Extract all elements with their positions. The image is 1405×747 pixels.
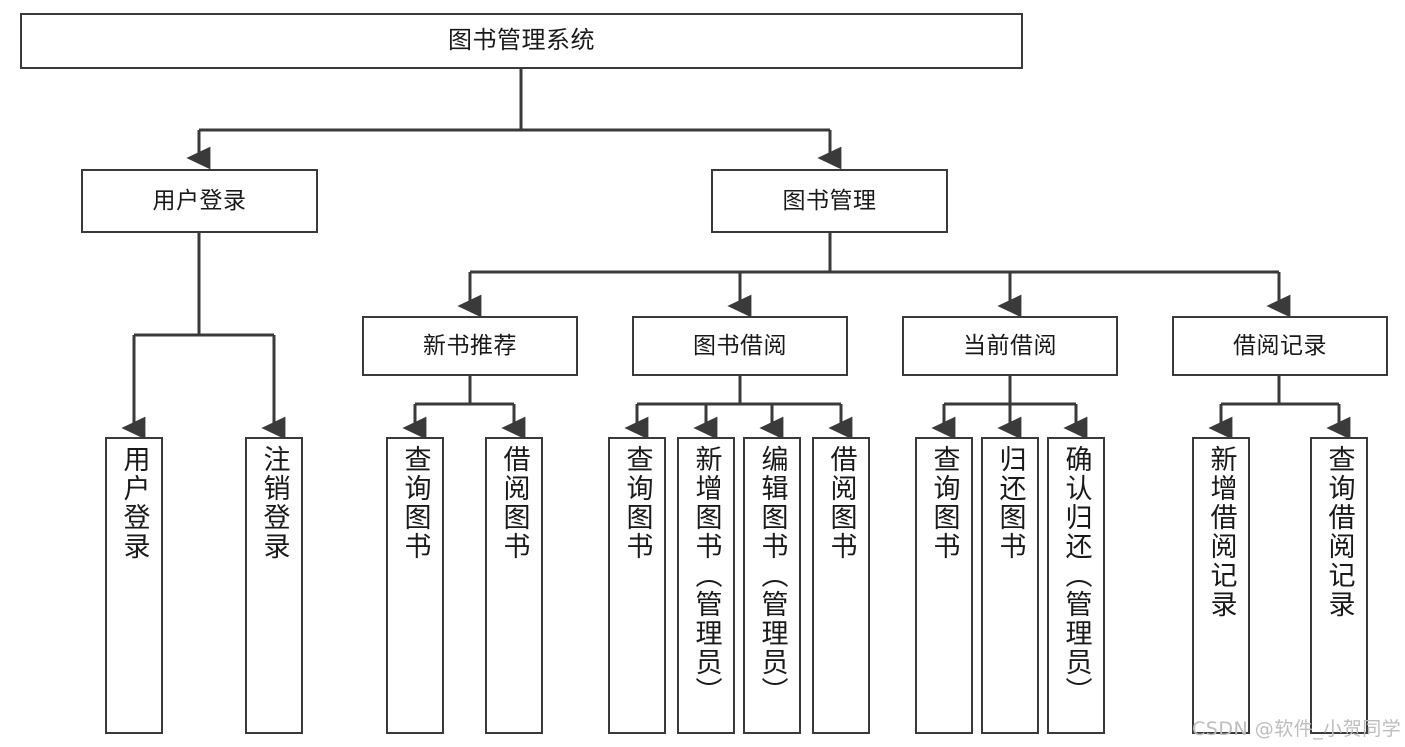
node-label: 新增图书（管理员） — [690, 445, 722, 706]
node-label: 借阅图书 — [825, 445, 857, 561]
node-label: 查询图书 — [621, 445, 653, 561]
node-label: 查询图书 — [928, 445, 960, 561]
node-leaf-add-record[interactable]: 新增借阅记录 — [1192, 437, 1250, 734]
node-leaf-borrow-book-2[interactable]: 借阅图书 — [812, 437, 870, 734]
csdn-watermark: CSDN @软件_小贺同学 — [1192, 718, 1402, 740]
node-label: 编辑图书（管理员） — [756, 445, 788, 706]
node-borrow-record[interactable]: 借阅记录 — [1172, 316, 1388, 376]
node-root-book-management-system[interactable]: 图书管理系统 — [20, 13, 1023, 69]
node-label: 新书推荐 — [423, 332, 517, 359]
node-leaf-user-login[interactable]: 用户登录 — [105, 437, 163, 734]
node-label: 用户登录 — [118, 445, 150, 561]
node-label: 新增借阅记录 — [1205, 445, 1237, 619]
node-label: 图书管理 — [782, 187, 877, 214]
node-leaf-logout[interactable]: 注销登录 — [245, 437, 303, 734]
node-label: 注销登录 — [258, 445, 290, 561]
node-leaf-query-record[interactable]: 查询借阅记录 — [1310, 437, 1368, 734]
node-label: 用户登录 — [152, 187, 247, 214]
node-label: 查询图书 — [399, 445, 431, 561]
node-label: 图书管理系统 — [448, 26, 595, 55]
node-leaf-borrow-book-1[interactable]: 借阅图书 — [485, 437, 543, 734]
node-label: 借阅图书 — [498, 445, 530, 561]
node-leaf-return-book[interactable]: 归还图书 — [981, 437, 1039, 734]
node-label: 借阅记录 — [1233, 332, 1327, 359]
node-leaf-confirm-return[interactable]: 确认归还（管理员） — [1047, 437, 1105, 734]
node-leaf-query-book-3[interactable]: 查询图书 — [915, 437, 973, 734]
node-leaf-query-book-1[interactable]: 查询图书 — [386, 437, 444, 734]
node-label: 图书借阅 — [693, 332, 787, 359]
node-leaf-query-book-2[interactable]: 查询图书 — [608, 437, 666, 734]
node-book-borrow[interactable]: 图书借阅 — [632, 316, 848, 376]
node-label: 确认归还（管理员） — [1060, 445, 1092, 706]
node-user-login[interactable]: 用户登录 — [81, 169, 318, 233]
node-book-manage[interactable]: 图书管理 — [711, 169, 948, 233]
node-current-borrow[interactable]: 当前借阅 — [902, 316, 1118, 376]
node-label: 归还图书 — [994, 445, 1026, 561]
node-label: 查询借阅记录 — [1323, 445, 1355, 619]
node-leaf-edit-book[interactable]: 编辑图书（管理员） — [743, 437, 801, 734]
node-new-book-recommend[interactable]: 新书推荐 — [362, 316, 578, 376]
node-leaf-add-book[interactable]: 新增图书（管理员） — [677, 437, 735, 734]
node-label: 当前借阅 — [963, 332, 1057, 359]
